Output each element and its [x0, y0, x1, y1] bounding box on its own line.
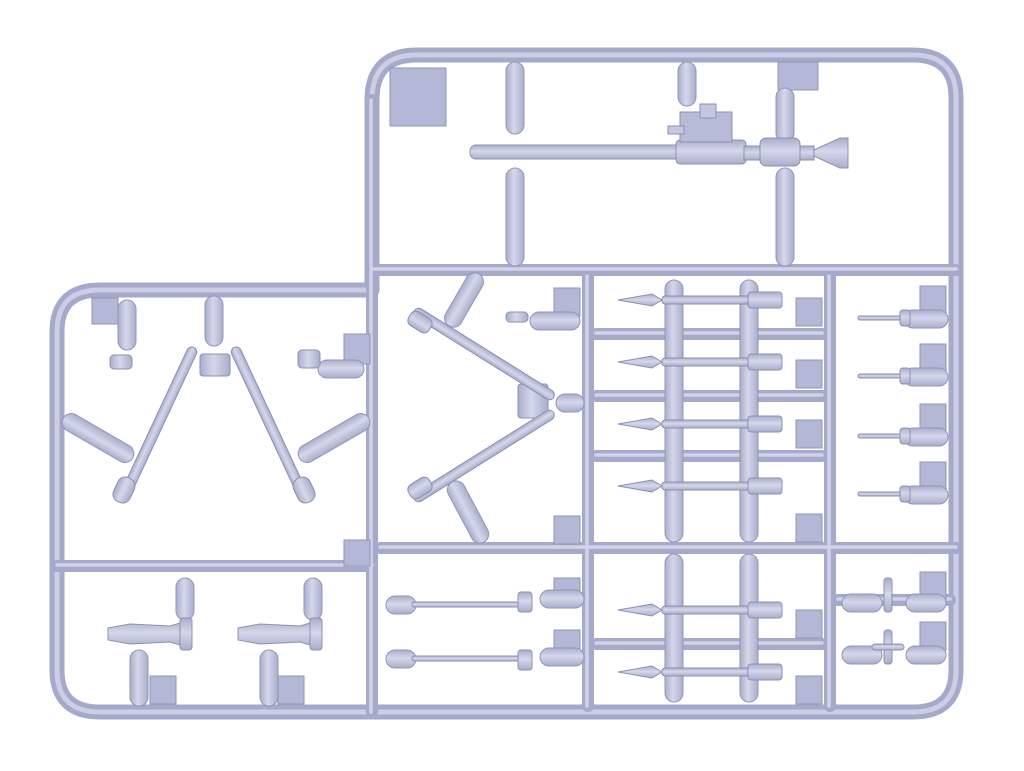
bipod-part-left	[109, 346, 321, 504]
bracket-parts	[107, 617, 323, 651]
sprue-gates	[117, 61, 795, 707]
long-rod-parts	[411, 591, 533, 671]
launcher-tube-part	[469, 103, 849, 169]
sprue-tabs	[91, 61, 947, 705]
rocket-parts	[617, 291, 783, 681]
tripod-part-center	[407, 307, 555, 503]
small-rod-parts	[857, 309, 911, 665]
